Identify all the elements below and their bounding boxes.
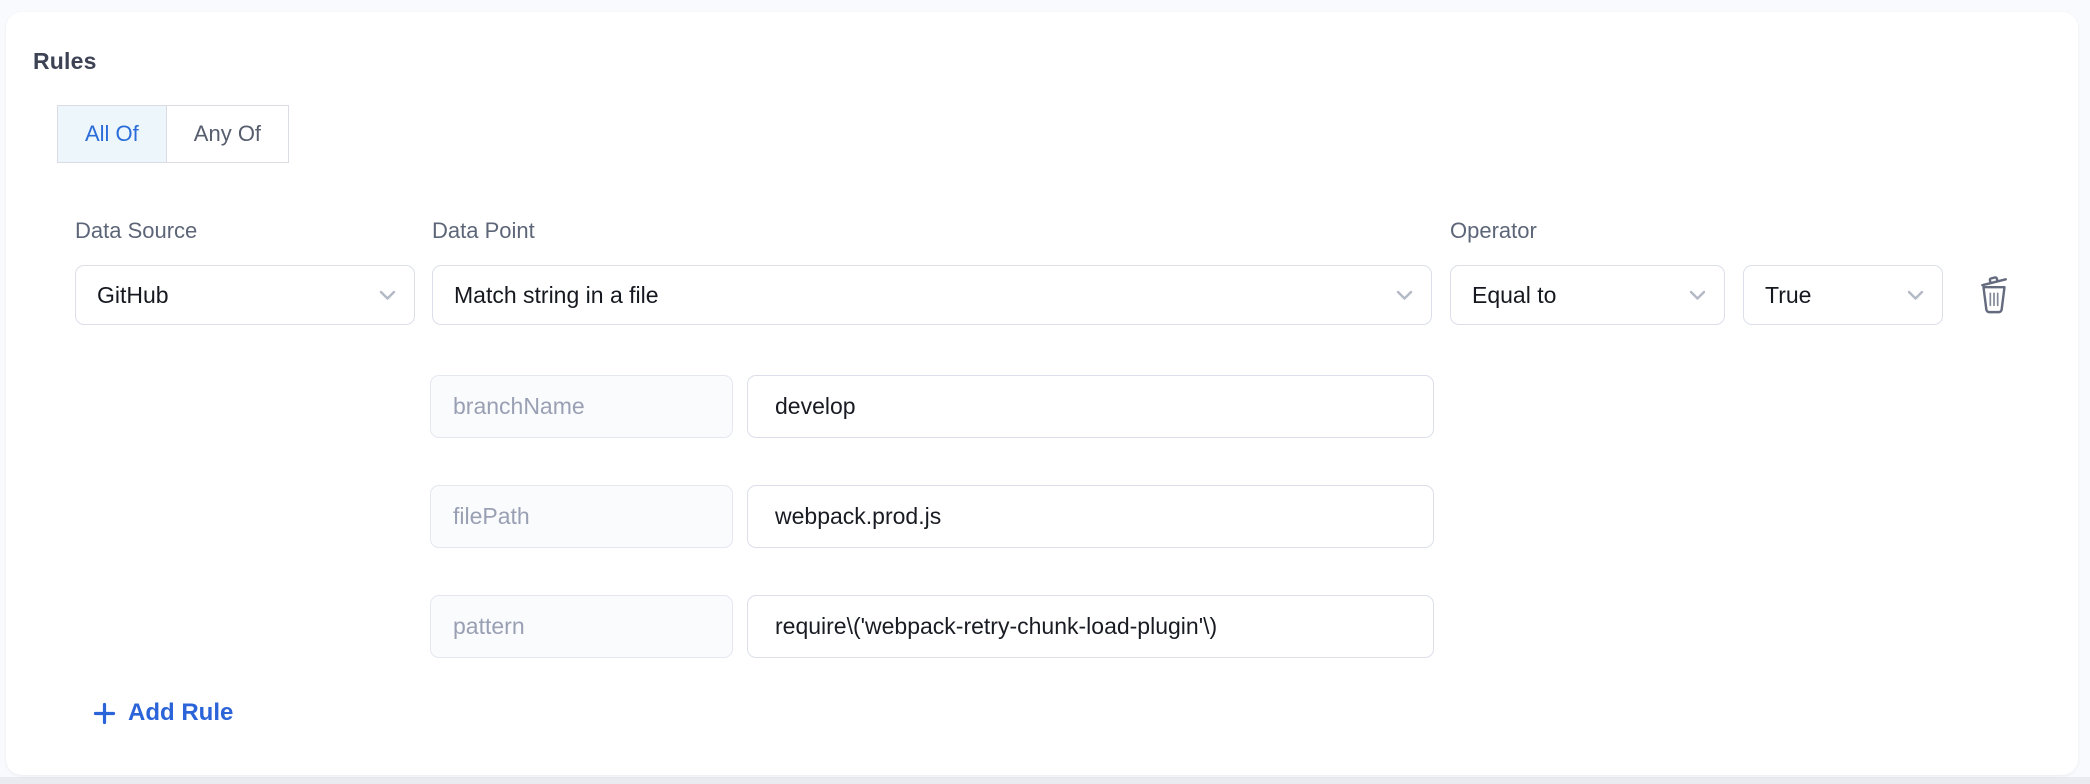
chevron-down-icon: [1689, 290, 1706, 301]
rules-section-title: Rules: [33, 48, 97, 74]
data-point-selected-value: Match string in a file: [454, 281, 659, 308]
page-bottom-strip: [0, 777, 2090, 784]
operator-label: Operator: [1450, 218, 1537, 243]
expected-value-selected: True: [1765, 281, 1812, 308]
param-value-input-filepath[interactable]: [747, 485, 1434, 548]
data-point-label: Data Point: [432, 218, 535, 243]
add-rule-button[interactable]: Add Rule: [93, 696, 233, 730]
chevron-down-icon: [1396, 290, 1413, 301]
data-source-label: Data Source: [75, 218, 198, 243]
param-key-input-filepath[interactable]: [430, 485, 733, 548]
data-source-selected-value: GitHub: [97, 281, 169, 308]
param-key-input-branchname[interactable]: [430, 375, 733, 438]
data-source-select[interactable]: GitHub: [75, 265, 415, 325]
plus-icon: [93, 702, 116, 725]
operator-select[interactable]: Equal to: [1450, 265, 1725, 325]
operator-selected-value: Equal to: [1472, 281, 1557, 308]
expected-value-select[interactable]: True: [1743, 265, 1943, 325]
chevron-down-icon: [1907, 290, 1924, 301]
rules-card: Rules All Of Any Of Data Source Data Poi…: [6, 12, 2078, 775]
tab-any-of[interactable]: Any Of: [165, 105, 290, 163]
chevron-down-icon: [379, 290, 396, 301]
combinator-toggle: All Of Any Of: [57, 105, 290, 163]
tab-all-of[interactable]: All Of: [57, 105, 167, 163]
param-key-input-pattern[interactable]: [430, 595, 733, 658]
param-value-input-branchname[interactable]: [747, 375, 1434, 438]
delete-rule-button[interactable]: [1972, 270, 2016, 320]
trash-icon: [1977, 274, 2011, 317]
param-value-input-pattern[interactable]: [747, 595, 1434, 658]
data-point-select[interactable]: Match string in a file: [432, 265, 1432, 325]
add-rule-label: Add Rule: [128, 699, 234, 726]
